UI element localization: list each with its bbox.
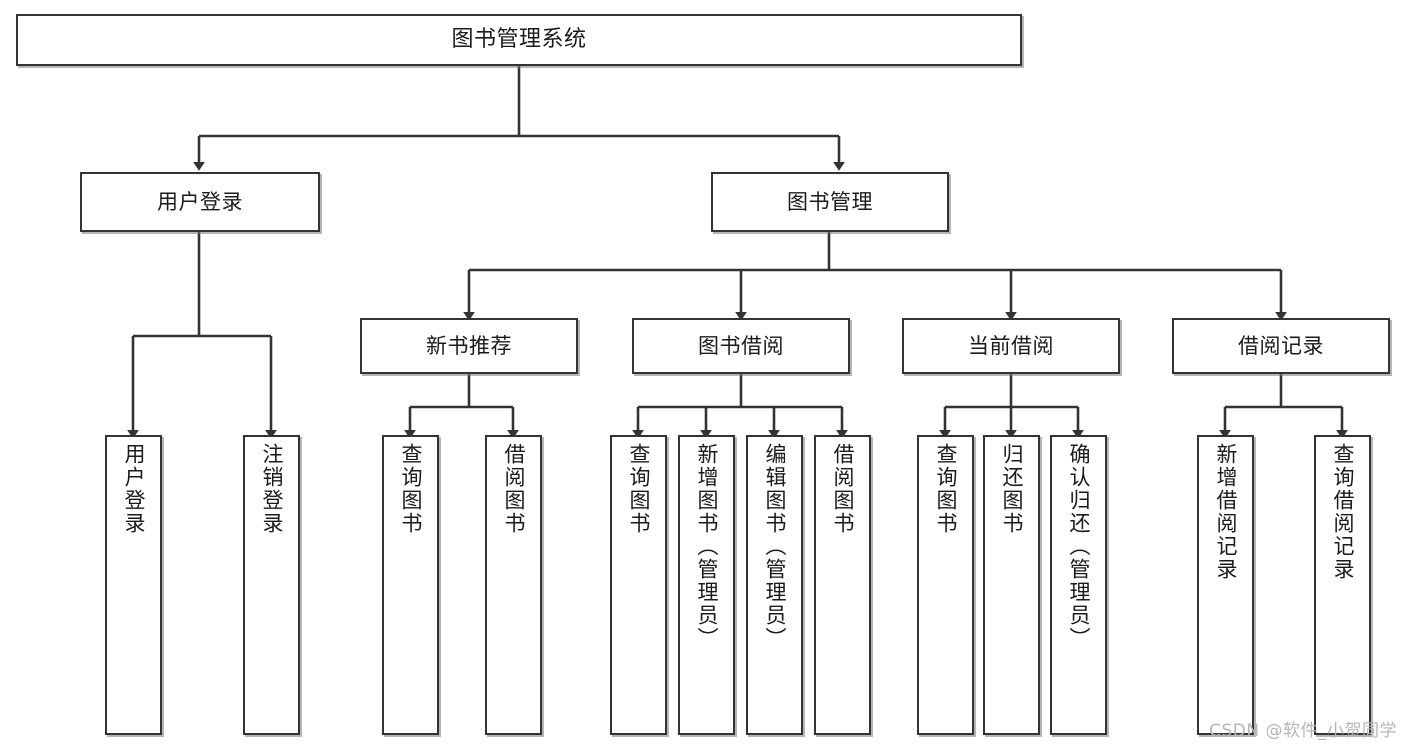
node-label: 图书管理 [787,189,873,214]
leaf-add-borrow-record[interactable]: 新增借阅记录 [1197,435,1254,735]
node-label: 新增借阅记录 [1214,443,1238,581]
leaf-borrow-book-newbook[interactable]: 借阅图书 [485,435,542,735]
node-label: 用户登录 [122,443,146,535]
node-user-login[interactable]: 用户登录 [80,172,320,232]
leaf-return-book[interactable]: 归还图书 [983,435,1040,735]
node-label: 查询图书 [627,443,651,535]
leaf-query-borrow-record[interactable]: 查询借阅记录 [1314,435,1371,735]
node-label: 图书管理系统 [451,27,587,53]
node-new-book-recommend[interactable]: 新书推荐 [360,318,578,374]
node-label: 查询图书 [399,443,423,535]
node-book-borrow[interactable]: 图书借阅 [632,318,850,374]
node-label: 查询图书 [934,443,958,535]
node-label: 借阅图书 [502,443,526,535]
leaf-query-book-borrow[interactable]: 查询图书 [610,435,667,735]
node-root-system[interactable]: 图书管理系统 [16,14,1022,66]
leaf-confirm-return-admin[interactable]: 确认归还（管理员） [1050,435,1107,735]
node-label: 归还图书 [1000,443,1024,535]
leaf-borrow-book[interactable]: 借阅图书 [814,435,871,735]
node-label: 借阅记录 [1238,333,1324,358]
node-label: 新书推荐 [426,333,512,358]
leaf-query-book-current[interactable]: 查询图书 [917,435,974,735]
node-label: 图书借阅 [698,333,784,358]
node-label: 用户登录 [157,189,243,214]
node-current-borrow[interactable]: 当前借阅 [902,318,1120,374]
node-label: 新增图书（管理员） [695,443,719,650]
node-label: 确认归还（管理员） [1067,443,1091,650]
node-book-management[interactable]: 图书管理 [711,172,949,232]
node-borrow-record[interactable]: 借阅记录 [1172,318,1390,374]
watermark: CSDN @软件_小贺同学 [1209,721,1397,741]
node-label: 借阅图书 [831,443,855,535]
leaf-query-book-newbook[interactable]: 查询图书 [382,435,439,735]
node-label: 编辑图书（管理员） [763,443,787,650]
leaf-add-book-admin[interactable]: 新增图书（管理员） [678,435,735,735]
node-label: 查询借阅记录 [1331,443,1355,581]
node-label: 注销登录 [260,443,284,535]
leaf-edit-book-admin[interactable]: 编辑图书（管理员） [746,435,803,735]
node-label: 当前借阅 [968,333,1054,358]
leaf-user-login[interactable]: 用户登录 [105,435,162,735]
leaf-logout-login[interactable]: 注销登录 [243,435,300,735]
